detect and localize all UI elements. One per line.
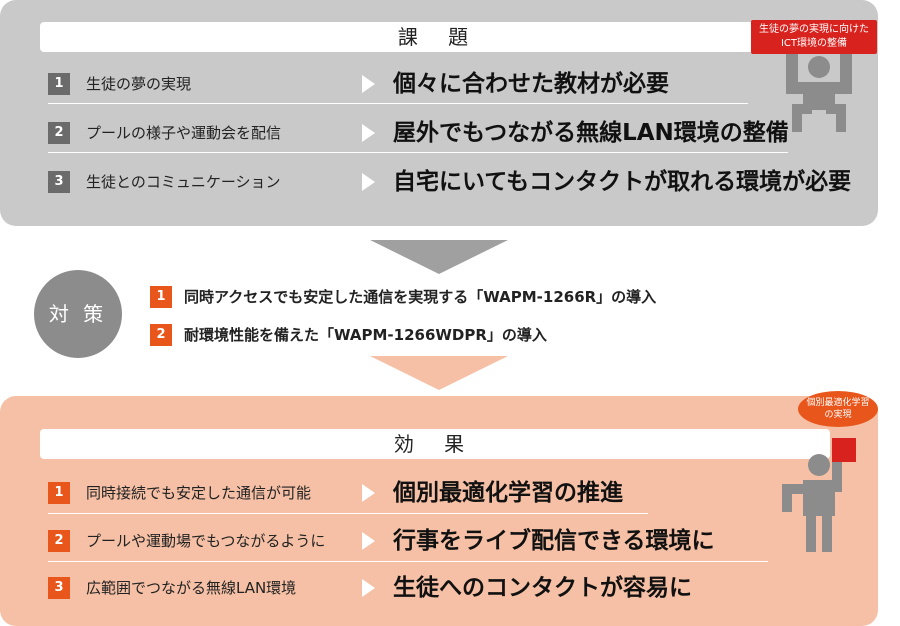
optimized-learning-bubble: 個別最適化学習 の実現 — [798, 391, 878, 427]
measure-1-number: 1 — [150, 286, 172, 308]
measure-2-number: 2 — [150, 324, 172, 346]
effect-2-result: 行事をライブ配信できる環境に — [393, 528, 715, 554]
issue-1-arrow-icon — [362, 75, 375, 93]
bubble-line2: の実現 — [824, 410, 852, 420]
issues-panel: 課 題 1 生徒の夢の実現 個々に合わせた教材が必要 2 プールの様子や運動会を… — [0, 0, 878, 226]
issue-2-underline — [48, 152, 788, 153]
ict-badge: 生徒の夢の実現に向けた ICT環境の整備 — [751, 20, 877, 54]
issue-3-number: 3 — [48, 171, 70, 193]
issue-2-result: 屋外でもつながる無線LAN環境の整備 — [393, 120, 789, 146]
effect-2-number: 2 — [48, 530, 70, 552]
issue-1-label: 生徒の夢の実現 — [86, 75, 192, 93]
effect-1-result: 個別最適化学習の推進 — [393, 480, 623, 506]
issue-3-label: 生徒とのコミュニケーション — [86, 173, 281, 191]
effect-2-label: プールや運動場でもつながるように — [86, 532, 326, 550]
issue-2-label: プールの様子や運動会を配信 — [86, 124, 282, 142]
effect-1-underline — [48, 513, 648, 514]
ict-badge-line2: ICT環境の整備 — [780, 38, 848, 49]
effect-1-arrow-icon — [362, 484, 375, 502]
issues-title: 課 題 — [40, 22, 838, 52]
measures-title: 対 策 — [34, 270, 122, 358]
effects-panel: 効 果 1 同時接続でも安定した通信が可能 個別最適化学習の推進 2 プールや運… — [0, 396, 878, 626]
issue-3-result: 自宅にいてもコンタクトが取れる環境が必要 — [393, 169, 852, 195]
issue-1-number: 1 — [48, 73, 70, 95]
down-arrow-orange-icon — [370, 356, 508, 390]
measure-1-text: 同時アクセスでも安定した通信を実現する「WAPM-1266R」の導入 — [184, 288, 657, 306]
effect-3-number: 3 — [48, 577, 70, 599]
effects-title: 効 果 — [40, 429, 830, 459]
effect-1-number: 1 — [48, 482, 70, 504]
issue-3-arrow-icon — [362, 173, 375, 191]
effect-3-label: 広範囲でつながる無線LAN環境 — [86, 579, 297, 597]
issue-1-underline — [48, 103, 748, 104]
issue-1-result: 個々に合わせた教材が必要 — [393, 71, 669, 97]
issue-2-arrow-icon — [362, 124, 375, 142]
ict-badge-line1: 生徒の夢の実現に向けた — [759, 24, 869, 35]
effect-1-label: 同時接続でも安定した通信が可能 — [86, 484, 312, 502]
measure-2-text: 耐環境性能を備えた「WAPM-1266WDPR」の導入 — [184, 326, 547, 344]
bubble-line1: 個別最適化学習 — [806, 398, 870, 408]
down-arrow-icon — [370, 240, 508, 274]
effect-2-arrow-icon — [362, 532, 375, 550]
effect-2-underline — [48, 561, 768, 562]
issue-2-number: 2 — [48, 122, 70, 144]
effect-3-result: 生徒へのコンタクトが容易に — [393, 575, 692, 601]
effect-3-arrow-icon — [362, 579, 375, 597]
